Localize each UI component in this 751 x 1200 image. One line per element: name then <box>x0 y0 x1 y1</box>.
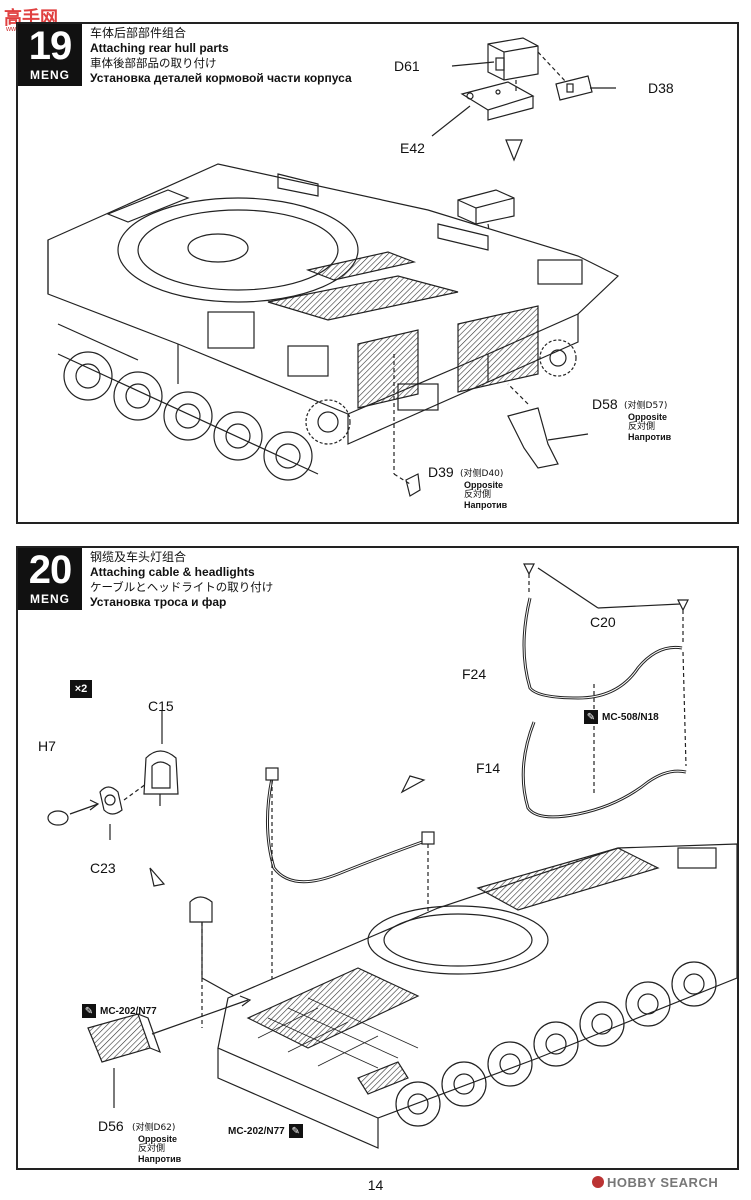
opposite-en: Opposite <box>138 1134 178 1144</box>
part-assembled-bracket-icon <box>457 189 515 225</box>
label-c23: C23 <box>90 860 116 876</box>
step-19-badge: 19 MENG <box>18 24 82 86</box>
label-d58: D58 <box>592 396 618 412</box>
part-e42-icon <box>460 81 535 121</box>
step-19-title: 车体后部部件组合 Attaching rear hull parts 車体後部部… <box>90 26 352 86</box>
headlight-left-icon <box>189 896 239 999</box>
part-d56-icon <box>87 1013 162 1063</box>
part-h7-icon <box>47 810 69 826</box>
step-19-diagram <box>47 37 620 497</box>
step-19-title-en: Attaching rear hull parts <box>90 41 229 55</box>
label-c20: C20 <box>590 614 616 630</box>
part-d39-icon <box>405 473 421 497</box>
road-wheels <box>63 351 313 481</box>
opposite-ru: Напротив <box>464 500 508 510</box>
part-c15-icon <box>143 750 179 806</box>
step-19-title-cn: 车体后部部件组合 <box>90 26 187 40</box>
label-f14: F14 <box>476 760 501 776</box>
label-e42: E42 <box>400 140 425 156</box>
paint-code-cable: MC-508/N18 <box>602 711 659 723</box>
part-d58-icon <box>507 407 559 469</box>
step-19-title-jp: 車体後部部品の取り付け <box>90 56 217 70</box>
page-number: 14 <box>367 1177 384 1193</box>
step-20-badge: 20 MENG <box>18 548 82 610</box>
step-20-panel: 20 MENG 钢缆及车头灯组合 Attaching cable & headl… <box>16 546 739 1170</box>
label-d58-opposite-cn: (对侧D57) <box>624 401 668 411</box>
part-d61-icon <box>487 37 539 81</box>
step-20-number: 20 <box>28 548 72 592</box>
opposite-en: Opposite <box>464 480 504 490</box>
paint-code-light-bottom: MC-202/N77 <box>228 1125 285 1137</box>
step-20-brand: MENG <box>30 592 70 606</box>
step-20-title-jp: ケーブルとヘッドライトの取り付け <box>90 580 274 594</box>
paintbrush-icon: ✎ <box>82 1004 96 1018</box>
label-d58-opposite: Opposite 反対側 Напротив <box>628 412 671 442</box>
watermark: HOBBY SEARCH <box>592 1175 718 1190</box>
part-d38-icon <box>555 75 593 101</box>
opposite-jp: 反対側 <box>628 422 656 432</box>
part-c23-icon <box>99 786 123 815</box>
step-19-title-ru: Установка деталей кормовой части корпуса <box>90 71 352 85</box>
label-c15: C15 <box>148 698 174 714</box>
opposite-jp: 反対側 <box>138 1144 166 1154</box>
opposite-ru: Напротив <box>628 432 672 442</box>
part-c20-icon <box>523 563 689 612</box>
road-wheels-20 <box>395 961 717 1127</box>
paintbrush-icon: ✎ <box>288 1124 303 1138</box>
opposite-ru: Напротив <box>138 1154 182 1164</box>
label-d39: D39 <box>428 464 454 480</box>
label-h7: H7 <box>38 738 56 754</box>
paint-tag-light-bottom: MC-202/N77 ✎ <box>228 1124 303 1138</box>
step-20-diagram <box>47 563 737 1149</box>
label-d39-opposite: Opposite 反対側 Напротив <box>464 480 507 510</box>
step-19-number: 19 <box>28 24 72 68</box>
step-20-title-en: Attaching cable & headlights <box>90 565 255 579</box>
paint-tag-light-left: ✎ MC-202/N77 <box>82 1004 157 1018</box>
multiplier-badge: ×2 <box>70 680 92 698</box>
step-20-title-cn: 钢缆及车头灯组合 <box>90 550 187 564</box>
label-f24: F24 <box>462 666 487 682</box>
label-d39-opposite-cn: (对侧D40) <box>460 469 504 479</box>
cable-f14-icon <box>521 721 687 819</box>
step-19-panel: 19 MENG 车体后部部件组合 Attaching rear hull par… <box>16 22 739 524</box>
label-d38: D38 <box>648 80 674 96</box>
cable-front-icon <box>265 767 435 884</box>
paintbrush-icon: ✎ <box>584 710 598 724</box>
cable-f24-icon <box>522 597 683 700</box>
step-20-title-ru: Установка троса и фар <box>90 595 227 609</box>
label-d61: D61 <box>394 58 420 74</box>
label-d56-opposite-cn: (对侧D62) <box>132 1123 176 1133</box>
step-20-title: 钢缆及车头灯组合 Attaching cable & headlights ケー… <box>90 550 273 610</box>
opposite-en: Opposite <box>628 412 668 422</box>
label-d56-opposite: Opposite 反対側 Напротив <box>138 1134 181 1164</box>
watermark-text: HOBBY SEARCH <box>607 1175 719 1190</box>
opposite-jp: 反対側 <box>464 490 492 500</box>
hobbysearch-logo-icon <box>592 1176 604 1188</box>
paint-tag-cable: ✎ MC-508/N18 <box>584 710 659 724</box>
label-d56: D56 <box>98 1118 124 1134</box>
step-19-brand: MENG <box>30 68 70 82</box>
paint-code-light-left: MC-202/N77 <box>100 1005 157 1017</box>
